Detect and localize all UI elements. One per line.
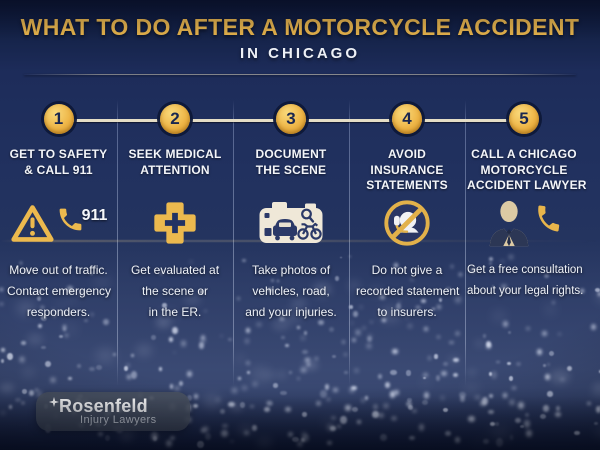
page-subtitle: IN CHICAGO <box>240 45 360 62</box>
logo-name-text: Rosenfeld <box>59 396 148 416</box>
phone-handset-icon <box>59 208 81 230</box>
step-column-1: 1 GET TO SAFETY& CALL 911 911 Move out o… <box>0 102 117 323</box>
logo-star-icon <box>49 397 59 407</box>
emergency-number-label: 911 <box>81 206 108 224</box>
logo-badge: Rosenfeld Injury Lawyers <box>36 392 190 431</box>
steps-row: 1 GET TO SAFETY& CALL 911 911 Move out o… <box>0 102 587 323</box>
lawyer-icon <box>489 200 529 247</box>
no-recorded-statement-icon <box>384 200 430 246</box>
logo-tagline-text: Injury Lawyers <box>80 414 157 426</box>
phone-handset-icon <box>538 205 560 231</box>
lawyer-phone-icon-group <box>467 195 581 251</box>
step-number-badge: 1 <box>43 104 74 134</box>
step-number-badge: 2 <box>160 104 190 134</box>
step-number-badge: 4 <box>392 104 422 134</box>
step-number-badge: 5 <box>509 104 539 134</box>
camera-accident-photos-icon <box>259 202 323 243</box>
medical-cross-icon <box>154 202 196 244</box>
step-heading: GET TO SAFETY& CALL 911 <box>9 147 108 177</box>
warning-triangle-icon <box>11 204 54 242</box>
header-divider <box>24 74 576 75</box>
safety-911-icon-group: 911 <box>7 195 110 251</box>
page-title: WHAT TO DO AFTER A MOTORCYCLE ACCIDENT <box>20 14 580 40</box>
step-number-badge: 3 <box>276 104 306 134</box>
